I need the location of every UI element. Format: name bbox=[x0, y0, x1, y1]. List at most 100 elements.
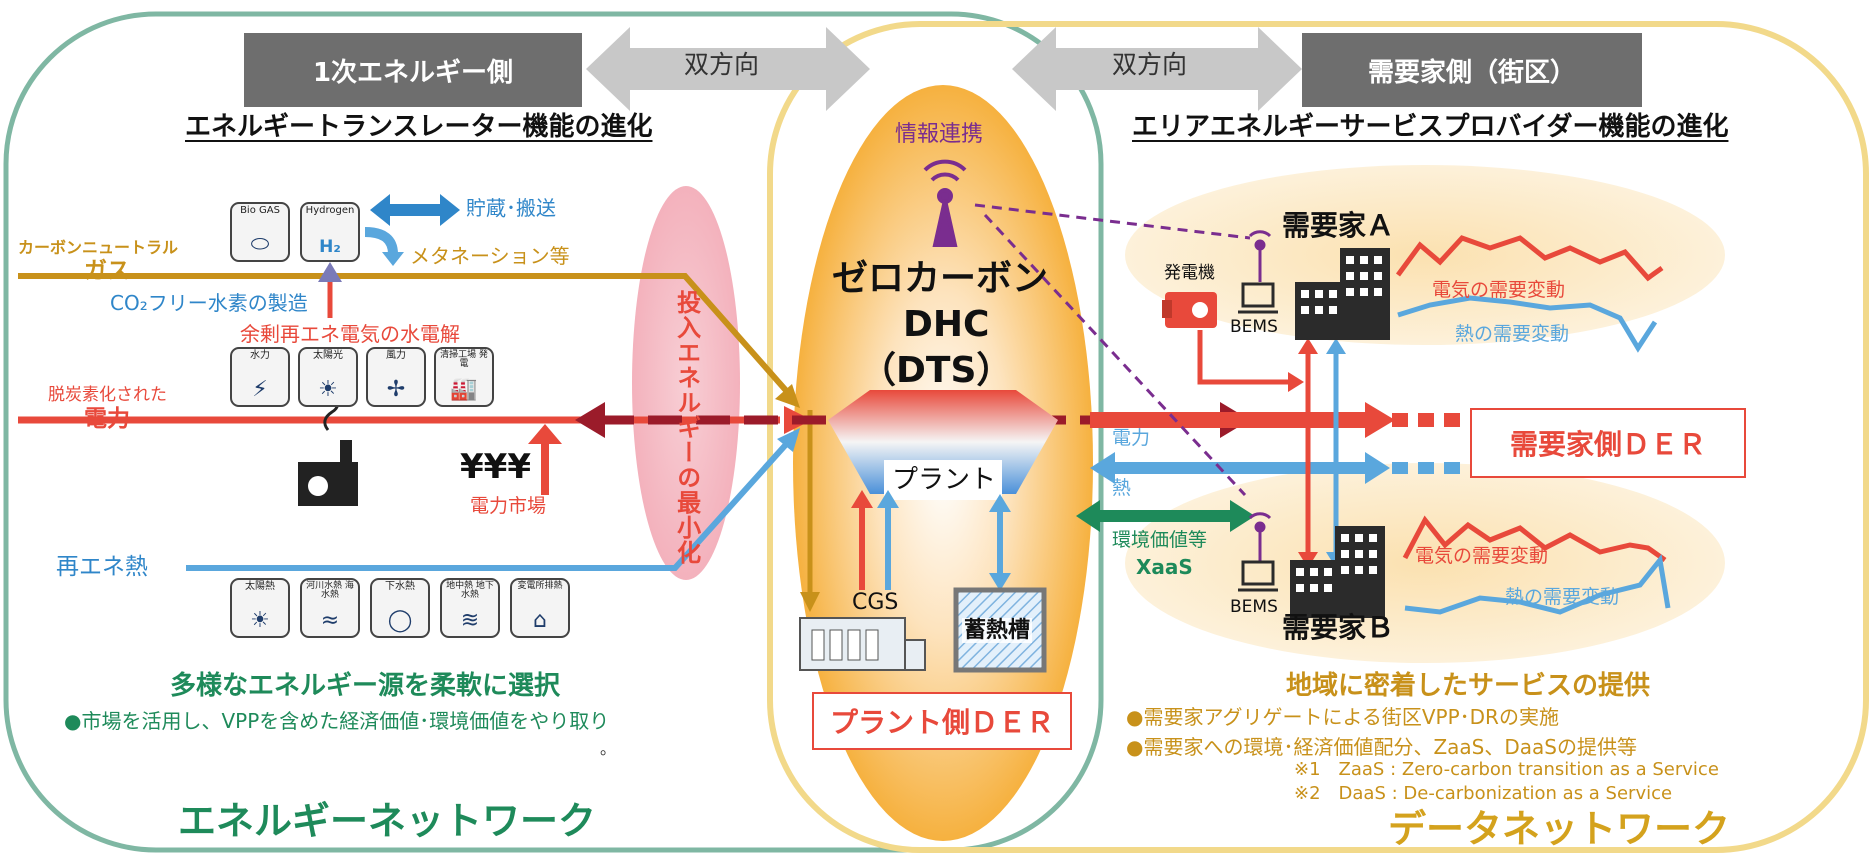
bio-gas-label: Bio GAS bbox=[240, 205, 280, 216]
flow-heat-label: 熱 bbox=[1112, 477, 1132, 499]
demand-side-header: 需要家側（街区） bbox=[1302, 33, 1642, 107]
info-link-a bbox=[974, 203, 1251, 240]
yen-label: ¥¥¥ bbox=[460, 447, 531, 487]
customer-b-label: 需要家Ｂ bbox=[1282, 611, 1395, 644]
dhc-label: DHC bbox=[903, 304, 990, 345]
right-section-title: エリアエネルギーサービスプロバイダー機能の進化 bbox=[1132, 112, 1729, 142]
hydro-label: 水力 bbox=[250, 350, 270, 361]
xaas-label: XaaS bbox=[1136, 555, 1193, 579]
methanation-label: メタネーション等 bbox=[410, 244, 570, 268]
service-note-2: ※2 DaaS : De-carbonization as a Service bbox=[1294, 783, 1673, 804]
wind-icon: ✢ bbox=[386, 377, 406, 402]
co2-free-label: CO₂フリー水素の製造 bbox=[110, 291, 308, 315]
power-plant-icon bbox=[298, 395, 358, 506]
storage-tank-label: 蓄熱槽 bbox=[962, 618, 1033, 644]
antenna-icon-b bbox=[1248, 512, 1272, 562]
minimize-label: 投入エネルギーの最小化 bbox=[672, 290, 701, 565]
bidirectional-label-right: 双方向 bbox=[1112, 50, 1188, 79]
substation-label: 変電所排熱 bbox=[517, 581, 563, 591]
geothermal-label: 地中熱 地下水熱 bbox=[446, 581, 494, 601]
gas-main-label: ガス bbox=[84, 258, 130, 284]
solar-icon: ☀ bbox=[318, 377, 338, 402]
heat-demand-curve-b bbox=[1404, 554, 1671, 615]
service-bullet-1: ●需要家アグリゲートによる街区VPP･DRの実施 bbox=[1126, 705, 1559, 729]
plant-der-box: プラント側ＤＥＲ bbox=[812, 692, 1072, 750]
tank-icon: ⬭ bbox=[250, 232, 270, 257]
left-section-title: エネルギートランスレーター機能の進化 bbox=[185, 112, 653, 142]
power-market-label: 電力市場 bbox=[470, 495, 547, 517]
geothermal-source-icon: 地中熱 地下水熱 ≋ bbox=[440, 578, 500, 638]
bems-label-b: BEMS bbox=[1230, 597, 1278, 617]
primary-side-header: 1次エネルギー側 bbox=[244, 33, 582, 107]
generator-label: 発電機 bbox=[1164, 263, 1215, 283]
cgs-building-shape bbox=[799, 617, 926, 671]
heat-demand-label-a: 熱の需要変動 bbox=[1455, 323, 1570, 345]
surplus-label: 余剰再エネ電気の水電解 bbox=[240, 322, 460, 346]
data-network-frame bbox=[767, 21, 1869, 853]
info-sharing-label: 情報連携 bbox=[895, 122, 984, 147]
energy-network-label: エネルギーネットワーク bbox=[178, 799, 597, 843]
heat-line bbox=[186, 437, 793, 571]
heat-demand-curve-a bbox=[1397, 295, 1658, 353]
dts-label: （DTS） bbox=[860, 350, 1013, 391]
antenna-icon-center bbox=[923, 159, 967, 247]
solar-heat-label: 太陽熱 bbox=[245, 581, 275, 592]
solar-heat-icon: ☀ bbox=[250, 608, 270, 633]
cgs-label: CGS bbox=[852, 590, 899, 615]
bidirectional-label-left: 双方向 bbox=[684, 50, 760, 79]
env-value-label: 環境価値等 bbox=[1112, 529, 1208, 551]
info-link-b bbox=[983, 213, 1247, 497]
hydro-icon: ⚡ bbox=[252, 377, 268, 402]
service-note-1: ※1 ZaaS : Zero-carbon transition as a Se… bbox=[1294, 759, 1719, 780]
elec-demand-label-a: 電気の需要変動 bbox=[1432, 279, 1566, 301]
river-heat-label: 河川水熱 海水熱 bbox=[306, 581, 354, 601]
h2-icon: H₂ bbox=[319, 237, 341, 257]
service-bullet-2: ●需要家への環境･経済価値配分、ZaaS、DaaSの提供等 bbox=[1126, 735, 1637, 759]
plant-label: プラント bbox=[892, 465, 997, 495]
flexible-title: 多様なエネルギー源を柔軟に選択 bbox=[170, 671, 561, 701]
service-title: 地域に密着したサービスの提供 bbox=[1286, 671, 1651, 701]
substation-source-icon: 変電所排熱 ⌂ bbox=[510, 578, 570, 638]
heat-demand-label-b: 熱の需要変動 bbox=[1505, 586, 1620, 608]
flow-power-label: 電力 bbox=[1112, 427, 1151, 449]
incinerator-label: 清掃工場 発電 bbox=[440, 350, 488, 370]
energy-network-frame bbox=[3, 11, 1104, 853]
power-sub-label: 脱炭素化された bbox=[48, 385, 167, 405]
storage-label: 貯蔵･搬送 bbox=[466, 196, 556, 220]
computer-icon-a bbox=[1238, 282, 1278, 314]
hydro-power-icon: 水力 ⚡ bbox=[230, 347, 290, 407]
hydrogen-label: Hydrogen bbox=[305, 205, 355, 216]
elec-demand-curve-b bbox=[1402, 515, 1667, 563]
data-network-label: データネットワーク bbox=[1388, 807, 1731, 851]
wind-label: 風力 bbox=[386, 350, 406, 361]
customer-a-ellipse bbox=[1125, 165, 1725, 345]
incinerator-power-icon: 清掃工場 発電 🏭 bbox=[434, 347, 494, 407]
incinerator-icon: 🏭 bbox=[450, 377, 478, 402]
solar-label: 太陽光 bbox=[313, 350, 343, 361]
elec-demand-label-b: 電気の需要変動 bbox=[1415, 545, 1549, 567]
customer-der-box: 需要家側ＤＥＲ bbox=[1470, 408, 1746, 478]
substation-icon: ⌂ bbox=[533, 608, 547, 633]
power-main-label: 電力 bbox=[84, 406, 130, 432]
solar-heat-source-icon: 太陽熱 ☀ bbox=[230, 578, 290, 638]
gas-sub-label: カーボンニュートラル bbox=[18, 238, 179, 257]
storage-arrow bbox=[370, 194, 460, 226]
hydrogen-icon: Hydrogen H₂ bbox=[300, 202, 360, 262]
generator-icon bbox=[1162, 292, 1217, 328]
minimize-ellipse bbox=[632, 186, 740, 580]
bidirectional-arrow-left bbox=[586, 27, 870, 111]
heat-label: 再エネ熱 bbox=[56, 554, 148, 580]
sewage-heat-source-icon: 下水熱 ◯ bbox=[370, 578, 430, 638]
wind-power-icon: 風力 ✢ bbox=[366, 347, 426, 407]
sewage-heat-label: 下水熱 bbox=[385, 581, 415, 592]
customer-a-label: 需要家Ａ bbox=[1282, 209, 1395, 242]
bio-gas-icon: Bio GAS ⬭ bbox=[230, 202, 290, 262]
river-heat-icon: ≈ bbox=[320, 608, 340, 633]
elec-demand-curve-a bbox=[1395, 235, 1664, 282]
flexible-desc: ●市場を活用し、VPPを含めた経済価値･環境価値をやり取り bbox=[64, 709, 610, 733]
solar-power-icon: 太陽光 ☀ bbox=[298, 347, 358, 407]
computer-icon-b bbox=[1238, 560, 1278, 592]
customer-b-ellipse bbox=[1125, 463, 1725, 663]
geothermal-icon: ≋ bbox=[460, 608, 480, 633]
